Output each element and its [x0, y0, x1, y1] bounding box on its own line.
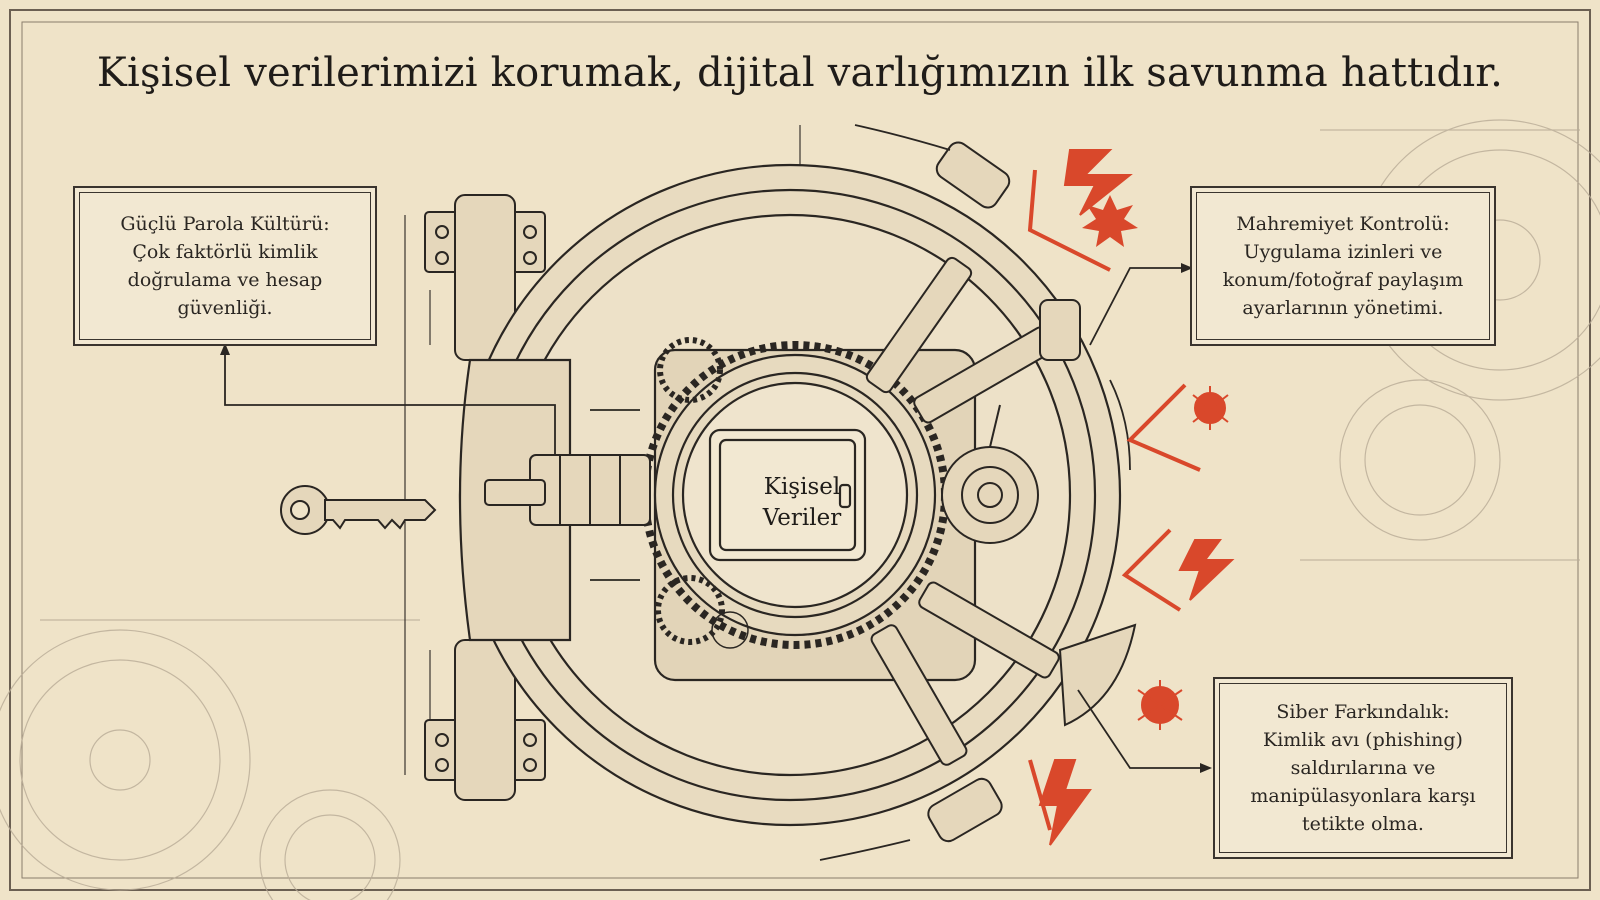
callout-line: Çok faktörlü kimlik: [132, 241, 318, 263]
callout-line: konum/fotoğraf paylaşım: [1222, 269, 1464, 291]
callout-line: Uygulama izinleri ve: [1243, 241, 1443, 263]
callout-line: Siber Farkındalık:: [1276, 701, 1450, 723]
callout-line: Mahremiyet Kontrolü:: [1236, 213, 1450, 235]
combination-dial-icon: [941, 404, 1039, 544]
page-title: Kişisel verilerimizi korumak, dijital va…: [96, 50, 1504, 96]
callout-privacy-control: Mahremiyet Kontrolü: Uygulama izinleri v…: [1190, 186, 1496, 346]
inner-frame: [21, 21, 1579, 879]
callout-password-culture: Güçlü Parola Kültürü: Çok faktörlü kimli…: [73, 186, 377, 346]
data-box-icon: [708, 428, 867, 562]
callout-line: Güçlü Parola Kültürü:: [120, 213, 330, 235]
outer-frame: [9, 9, 1591, 891]
vault-data-label: Kişisel Veriler: [737, 472, 867, 534]
virus-bug-icon: [1137, 386, 1229, 730]
vault-label-line: Kişisel: [763, 474, 841, 500]
locking-bolt-icon: [865, 141, 1081, 843]
callout-cyber-awareness: Siber Farkındalık: Kimlik avı (phishing)…: [1213, 677, 1513, 859]
callout-line: manipülasyonlara karşı: [1250, 785, 1476, 807]
callout-line: tetikte olma.: [1302, 813, 1424, 835]
latch-icon: [1058, 623, 1137, 727]
vault-label-line: Veriler: [762, 505, 842, 531]
rotation-arrow-icon: [590, 124, 1131, 861]
connector-lines: [224, 267, 1207, 769]
callout-line: saldırılarına ve: [1290, 757, 1436, 779]
explosion-icon: [1082, 195, 1138, 247]
connector-arrowheads: [220, 263, 1212, 773]
lock-cylinder-icon: [484, 454, 651, 526]
key-icon: [280, 485, 437, 535]
attack-arrows: [1027, 169, 1201, 831]
callout-line: ayarlarının yönetimi.: [1242, 297, 1444, 319]
callout-line: doğrulama ve hesap: [127, 269, 323, 291]
callout-line: güvenliği.: [177, 297, 273, 319]
callout-line: Kimlik avı (phishing): [1263, 729, 1463, 751]
background-gear-icon: [0, 119, 1600, 900]
